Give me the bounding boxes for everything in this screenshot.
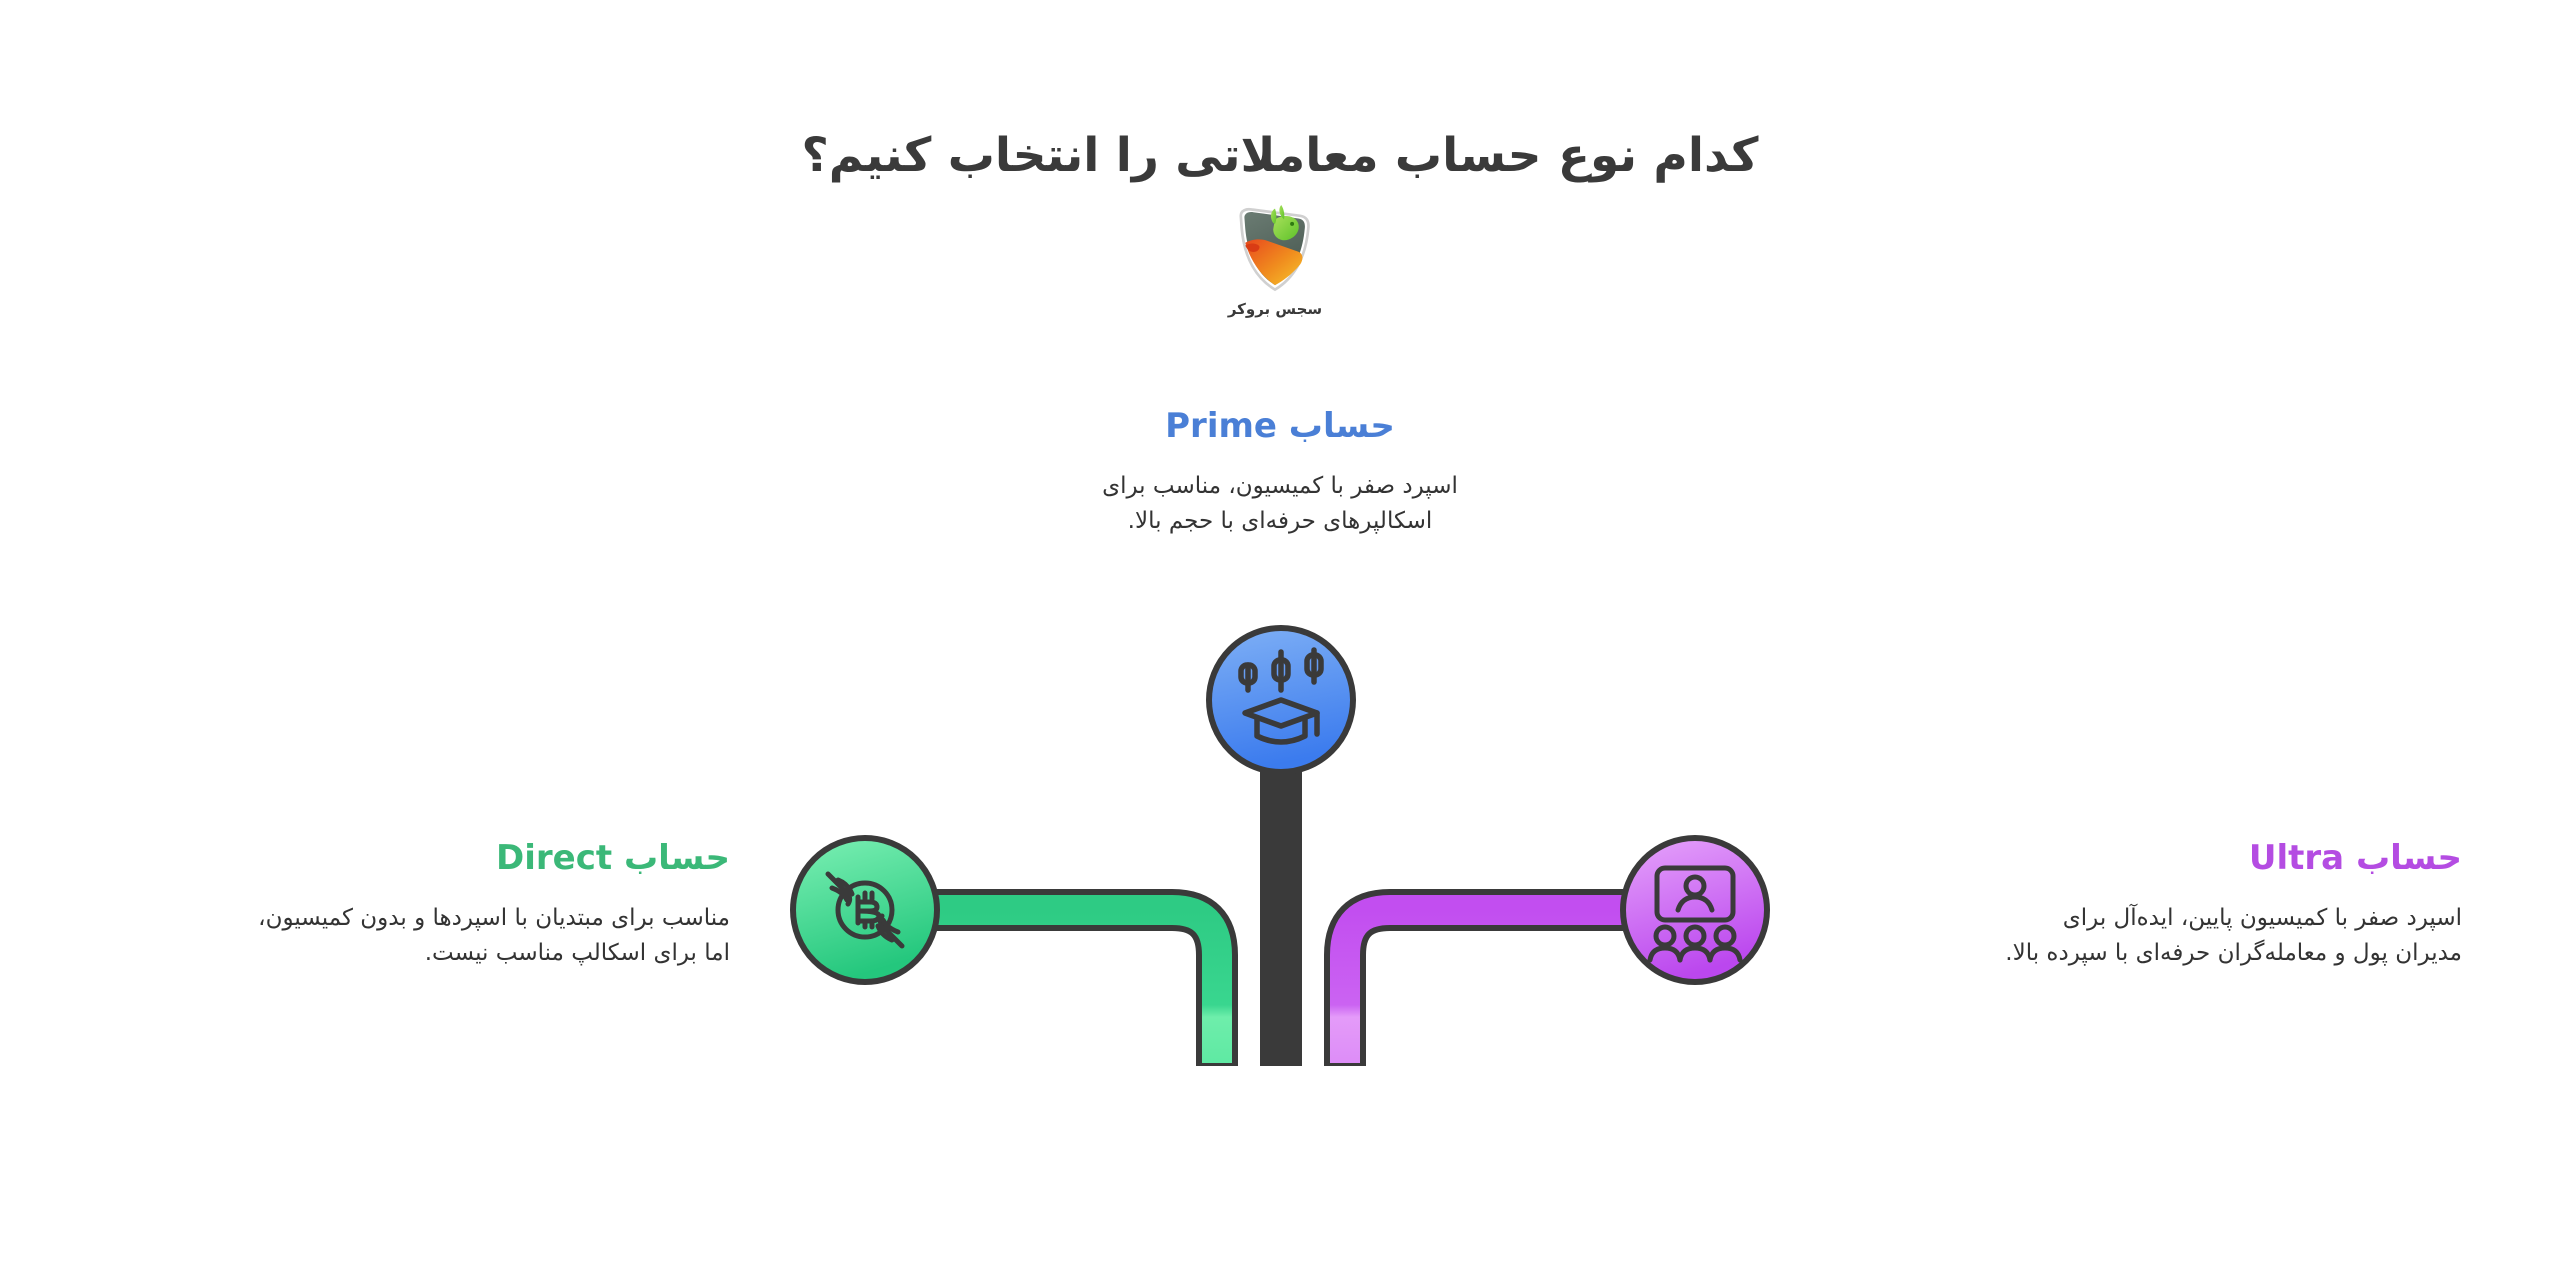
bitcoin-handshake-icon — [825, 871, 905, 949]
webinar-audience-icon — [1647, 865, 1743, 963]
brand-logo: سجس بروکر — [1195, 196, 1355, 318]
ultra-text-block: حساب Ultra اسپرد صفر با کمیسیون پایین، ا… — [1832, 838, 2462, 972]
ultra-description: اسپرد صفر با کمیسیون پایین، ایده‌آل برای… — [1832, 901, 2462, 972]
direct-description-line-1: مناسب برای مبتدیان با اسپردها و بدون کمی… — [258, 904, 730, 931]
ultra-heading: حساب Ultra — [2248, 838, 2462, 878]
direct-description: مناسب برای مبتدیان با اسپردها و بدون کمی… — [100, 901, 730, 972]
prime-description-line-2: اسکالپرهای حرفه‌ای با حجم بالا. — [1127, 508, 1433, 535]
bull-bear-shield-logo-icon — [1239, 205, 1310, 292]
ultra-description-line-2: مدیران پول و معامله‌گران حرفه‌ای با سپرد… — [2005, 940, 2462, 967]
pipe-ultra — [1324, 889, 1695, 1066]
direct-heading: حساب Direct — [496, 838, 730, 878]
node-prime[interactable] — [1206, 625, 1356, 775]
pipe-direct — [865, 889, 1238, 1066]
logo-wordmark: سجس بروکر — [1227, 300, 1323, 318]
prime-description-line-1: اسپرد صفر با کمیسیون، مناسب برای — [1102, 472, 1458, 499]
candlestick-graduation-cap-icon — [1238, 647, 1324, 745]
ultra-description-line-1: اسپرد صفر با کمیسیون پایین، ایده‌آل برای — [2062, 904, 2462, 931]
prime-text-block: حساب Prime اسپرد صفر با کمیسیون، مناسب ب… — [970, 406, 1590, 540]
node-direct[interactable] — [790, 835, 940, 985]
node-ultra[interactable] — [1620, 835, 1770, 985]
direct-text-block: حساب Direct مناسب برای مبتدیان با اسپرده… — [100, 838, 730, 972]
page-title: کدام نوع حساب معاملاتی را انتخاب کنیم؟ — [801, 128, 1759, 183]
direct-description-line-2: اما برای اسکالپ مناسب نیست. — [424, 940, 730, 967]
prime-description: اسپرد صفر با کمیسیون، مناسب برای اسکالپر… — [970, 469, 1590, 540]
prime-heading: حساب Prime — [1165, 406, 1395, 446]
